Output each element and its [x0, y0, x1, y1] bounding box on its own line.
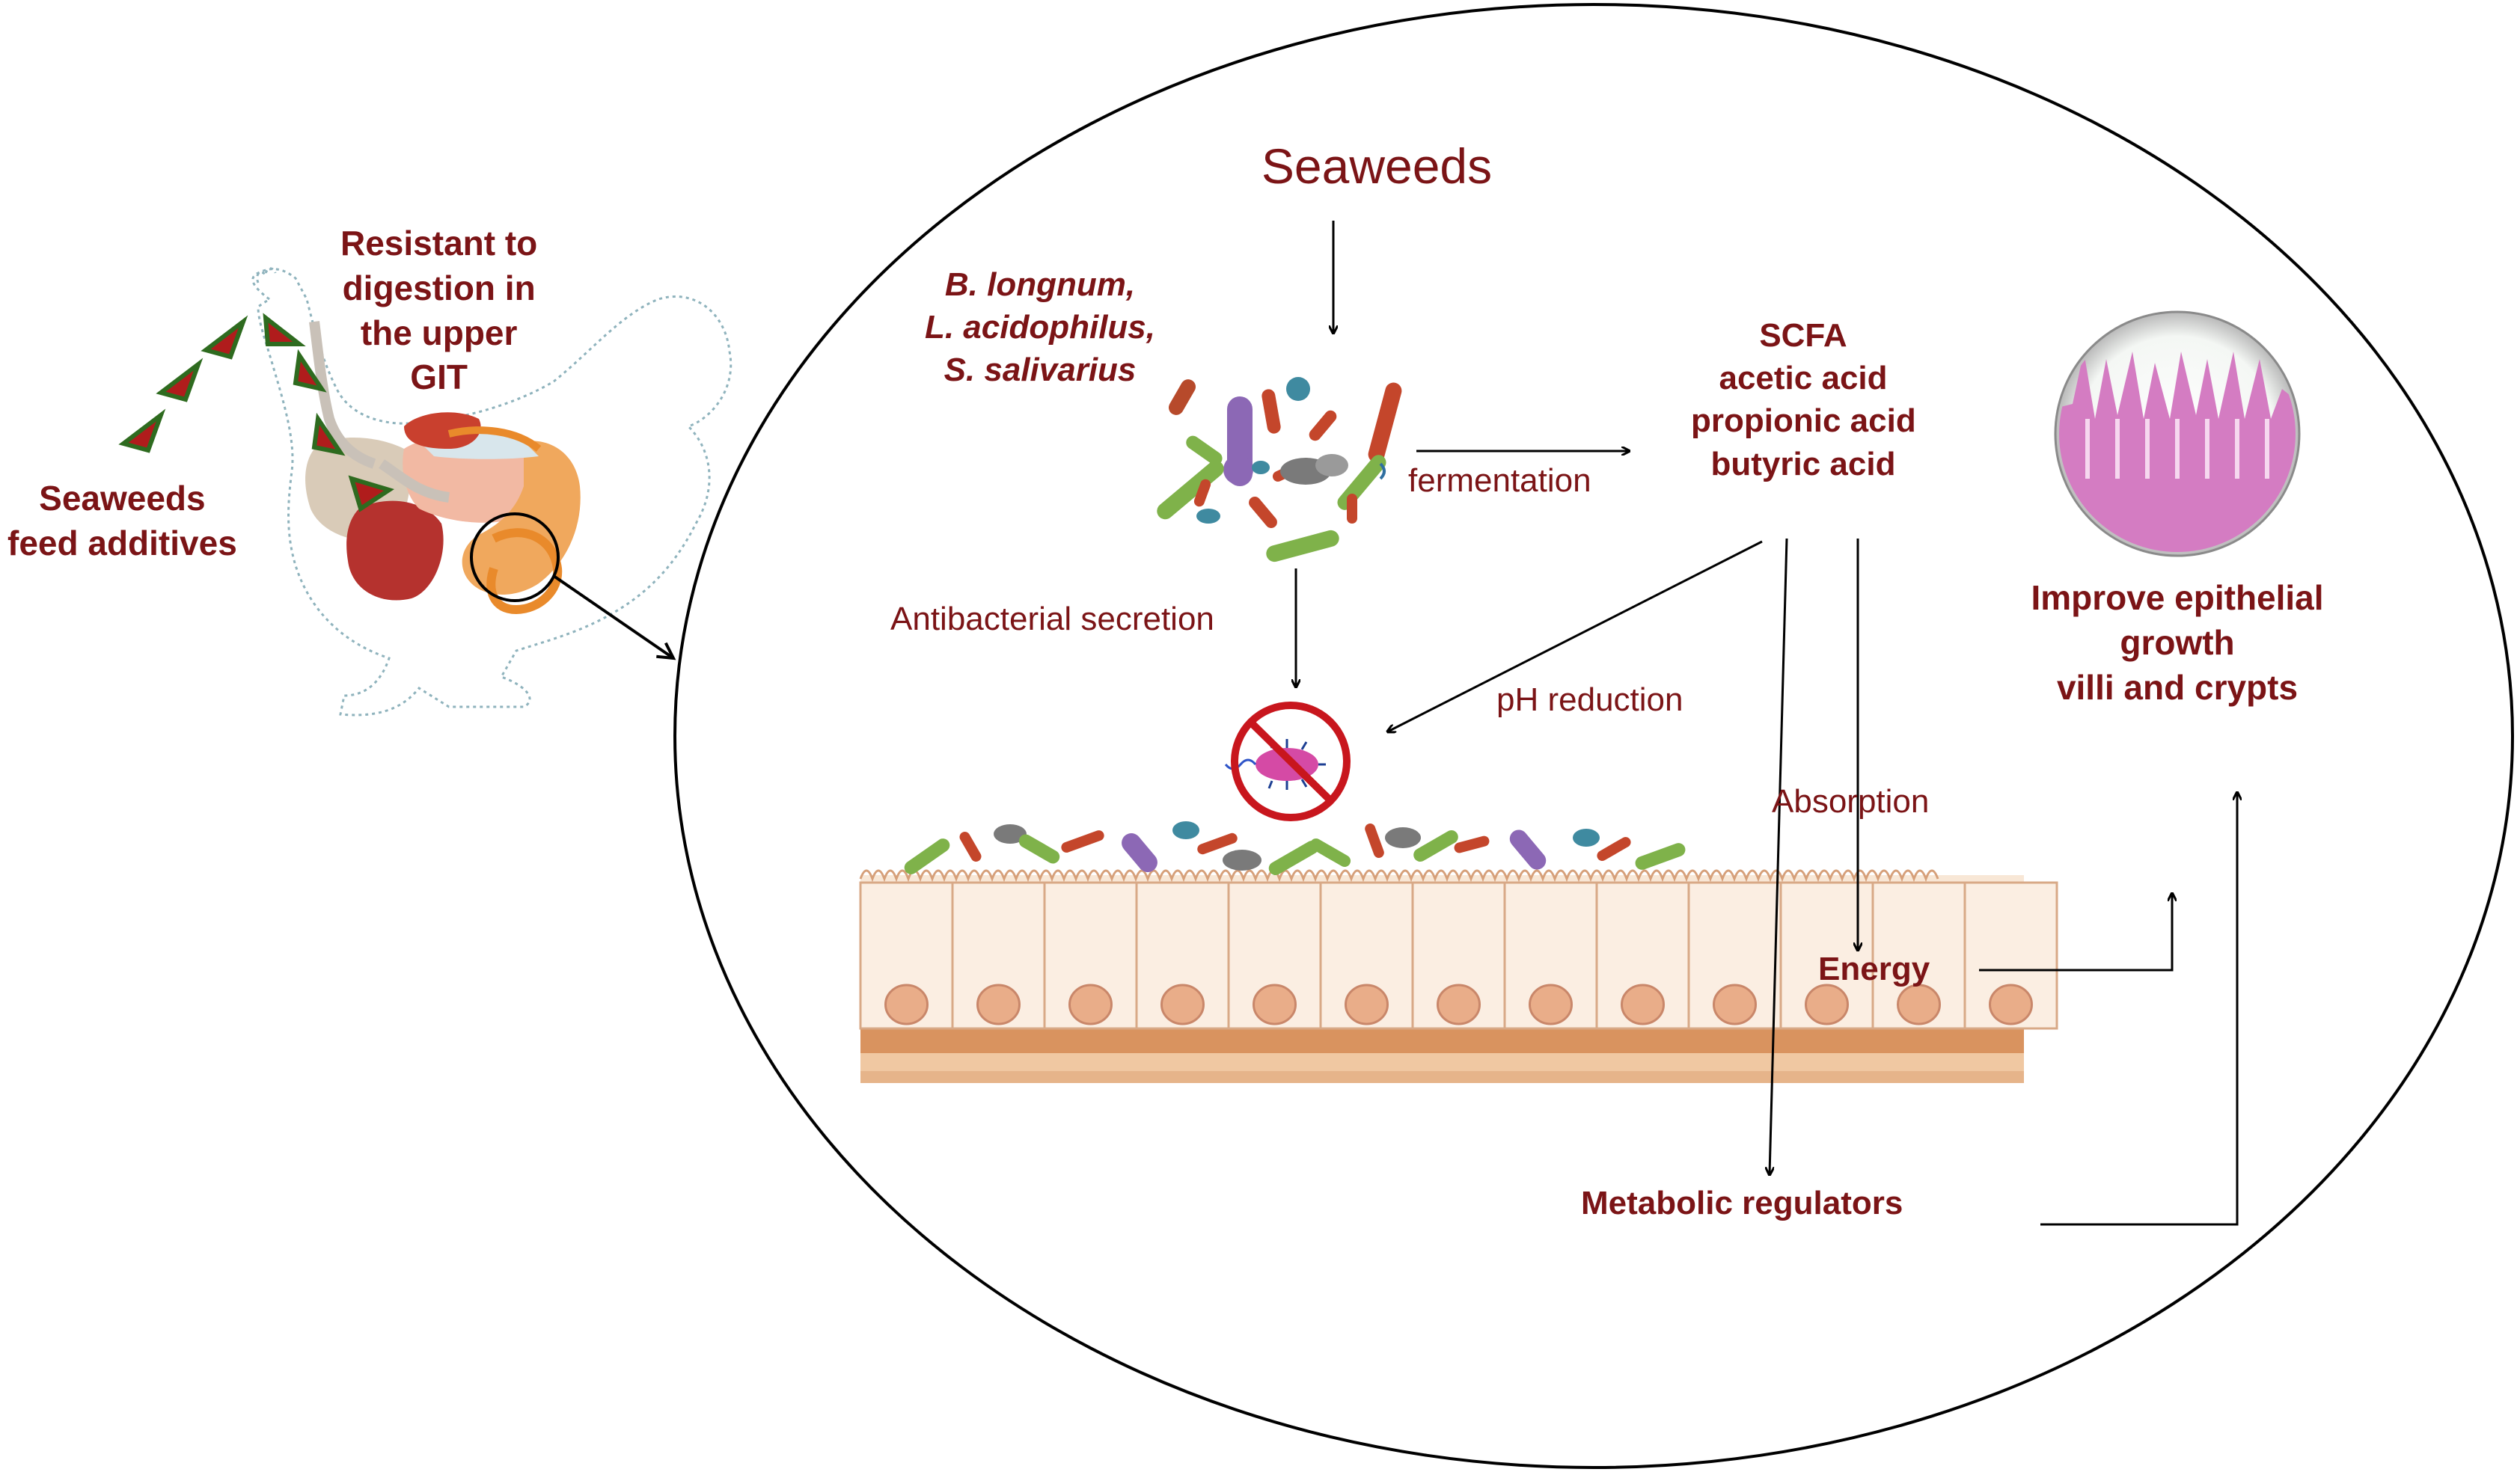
antibacterial-label: Antibacterial secretion	[890, 601, 1214, 637]
improve-line: villi and crypts	[2056, 667, 2299, 707]
scfa-line: propionic acid	[1691, 402, 1916, 440]
resistant-line: Resistant to	[340, 224, 538, 263]
scfa-line: butyric acid	[1710, 445, 1896, 482]
resistant-line: the upper	[360, 313, 518, 352]
cell-nucleus	[1437, 984, 1481, 1025]
flow-arrows	[1296, 221, 2237, 1226]
bacteria-cluster	[1157, 377, 1402, 562]
resistant-line: digestion in	[342, 268, 536, 307]
cell-nucleus	[1897, 984, 1941, 1025]
chicken-illustration	[118, 267, 733, 717]
arrow-metabolic-to-growth	[2040, 793, 2237, 1226]
bacteria-line: B. longnum,	[944, 266, 1136, 303]
scfa-line: SCFA	[1759, 317, 1847, 354]
bacteria-line: S. salivarius	[944, 352, 1137, 389]
feed-line: feed additives	[7, 523, 237, 562]
bacteria-line: L. acidophilus,	[924, 309, 1156, 346]
cell-nucleus	[1068, 984, 1113, 1025]
arrow-to-metabolic	[1770, 538, 1788, 1174]
resistant-line: GIT	[410, 358, 468, 397]
resistant-label: Resistant to digestion in the upper GIT	[340, 221, 537, 400]
cell-nucleus	[976, 984, 1021, 1025]
feed-line: Seaweeds	[39, 479, 206, 518]
improve-line: Improve epithelial	[2031, 578, 2324, 617]
scfa-label: SCFA acetic acid propionic acid butyric …	[1691, 314, 1916, 485]
cell-nucleus	[1989, 984, 2033, 1025]
zoom-arrow	[552, 574, 673, 658]
ph-reduction-label: pH reduction	[1496, 681, 1683, 718]
cell-nucleus	[1713, 984, 1757, 1025]
fermentation-label: fermentation	[1408, 462, 1591, 499]
bacteria-species-label: B. longnum, L. acidophilus, S. salivariu…	[905, 263, 1175, 392]
cell-nucleus	[1529, 984, 1573, 1025]
arrow-ph-reduction	[1388, 540, 1763, 732]
seaweeds-title: Seaweeds	[1261, 138, 1493, 194]
absorption-label: Absorption	[1772, 783, 1930, 820]
cell-nucleus	[1805, 984, 1849, 1025]
scfa-line: acetic acid	[1719, 360, 1888, 397]
seaweeds-feed-label: Seaweeds feed additives	[7, 476, 237, 566]
prohibited-pathogen-icon	[1224, 702, 1351, 821]
cell-nucleus	[1345, 984, 1389, 1025]
cell-nucleus	[1160, 984, 1205, 1025]
villi-histology-image	[2054, 310, 2301, 557]
energy-label: Energy	[1818, 951, 1930, 987]
epithelial-tissue	[859, 869, 2058, 1083]
improve-line: growth	[2120, 622, 2235, 662]
gut-lumen-ellipse	[673, 3, 2514, 1469]
cell-nucleus	[884, 984, 929, 1025]
magnifier-circle	[470, 512, 560, 602]
improve-growth-label: Improve epithelial growth villi and cryp…	[1983, 576, 2372, 710]
arrow-energy-to-growth	[1979, 894, 2172, 972]
cell-nucleus	[1621, 984, 1665, 1025]
cell-nucleus	[1253, 984, 1297, 1025]
metabolic-regulators-label: Metabolic regulators	[1581, 1185, 1903, 1221]
surface-bacteria	[904, 821, 1686, 875]
